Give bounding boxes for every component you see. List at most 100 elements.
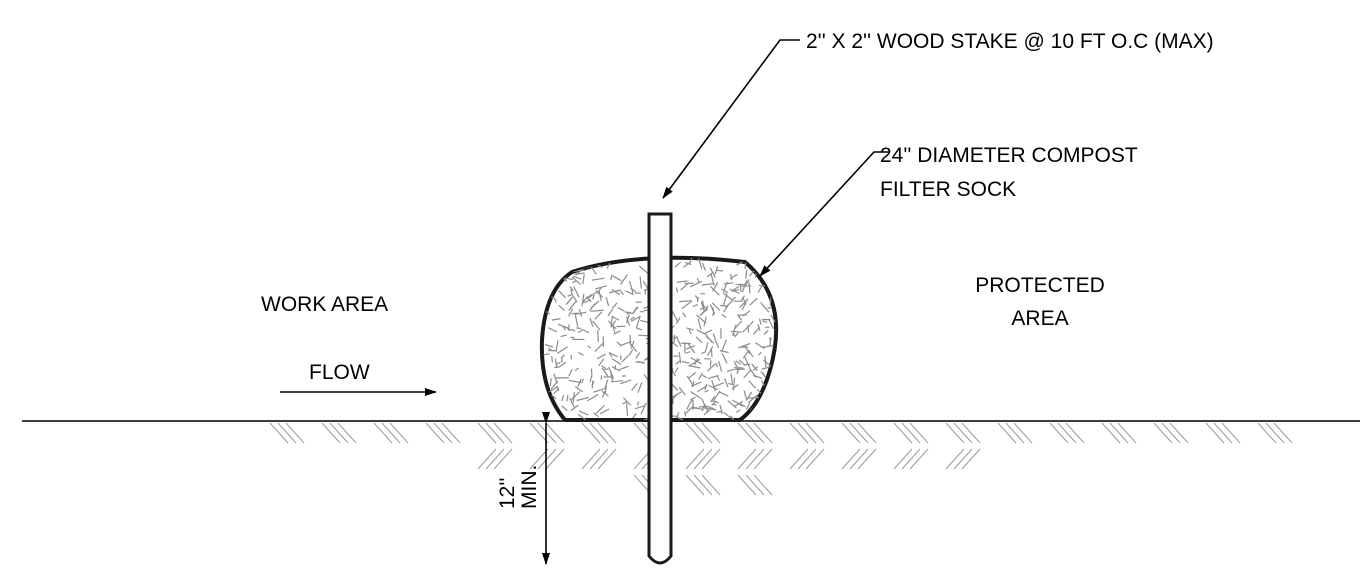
hatch-stroke: [546, 449, 564, 469]
hatch-stroke: [806, 449, 824, 469]
compost-speckle: [554, 367, 560, 368]
ground-hatch: [270, 423, 1292, 495]
hatch-stroke: [330, 423, 348, 443]
compost-speckle: [717, 363, 718, 367]
compost-speckle: [576, 328, 581, 329]
hatch-stroke: [322, 423, 340, 443]
compost-speckle: [604, 369, 608, 370]
compost-speckle: [758, 261, 768, 264]
compost-speckle: [738, 368, 743, 369]
hatch-stroke: [902, 423, 920, 443]
compost-speckle: [569, 324, 570, 331]
hatch-stroke: [962, 423, 980, 443]
hatch-stroke: [1214, 423, 1232, 443]
compost-speckle: [766, 257, 767, 266]
compost-speckle: [645, 290, 646, 295]
compost-speckle: [771, 387, 779, 396]
compost-speckle: [546, 288, 552, 291]
wood-stake: [649, 214, 671, 563]
hatch-stroke: [858, 423, 876, 443]
compost-speckle: [562, 358, 563, 362]
hatch-stroke: [998, 423, 1016, 443]
hatch-stroke: [426, 423, 444, 443]
hatch-stroke: [686, 423, 704, 443]
hatch-stroke: [1118, 423, 1136, 443]
hatch-stroke: [738, 475, 756, 495]
sock-callout-line1: 24'' DIAMETER COMPOST: [880, 144, 1138, 167]
hatch-stroke: [850, 449, 868, 469]
compost-speckle: [772, 389, 779, 395]
hatch-stroke: [806, 423, 824, 443]
hatch-stroke: [486, 423, 504, 443]
hatch-stroke: [746, 449, 764, 469]
hatch-stroke: [858, 449, 876, 469]
hatch-stroke: [746, 423, 764, 443]
compost-speckle: [537, 298, 550, 301]
hatch-stroke: [1006, 423, 1024, 443]
hatch-stroke: [910, 423, 928, 443]
compost-speckle: [601, 375, 602, 379]
hatch-stroke: [598, 423, 616, 443]
compost-speckle: [716, 270, 723, 271]
hatch-stroke: [546, 423, 564, 443]
hatch-stroke: [442, 423, 460, 443]
hatch-stroke: [434, 423, 452, 443]
hatch-stroke: [694, 449, 712, 469]
hatch-stroke: [1266, 423, 1284, 443]
hatch-stroke: [702, 423, 720, 443]
compost-speckle: [546, 405, 549, 415]
hatch-stroke: [686, 475, 704, 495]
hatch-stroke: [738, 423, 756, 443]
compost-speckle: [558, 258, 563, 262]
hatch-stroke: [850, 423, 868, 443]
sock-leader-arrow: [760, 152, 890, 276]
hatch-stroke: [1058, 423, 1076, 443]
depth-label-line1: 12'': [496, 478, 519, 509]
hatch-stroke: [754, 475, 772, 495]
compost-speckle: [598, 330, 599, 342]
compost-speckle: [552, 356, 553, 362]
hatch-stroke: [754, 449, 772, 469]
hatch-stroke: [1206, 423, 1224, 443]
hatch-stroke: [1258, 423, 1276, 443]
compost-speckle: [542, 283, 545, 286]
hatch-stroke: [790, 449, 808, 469]
hatch-stroke: [894, 449, 912, 469]
hatch-stroke: [1154, 423, 1172, 443]
hatch-stroke: [478, 449, 496, 469]
hatch-stroke: [686, 449, 704, 469]
hatch-stroke: [1170, 423, 1188, 443]
hatch-stroke: [694, 475, 712, 495]
hatch-stroke: [538, 423, 556, 443]
hatch-stroke: [702, 449, 720, 469]
hatch-stroke: [590, 423, 608, 443]
compost-speckle: [544, 408, 545, 414]
compost-speckle: [551, 268, 554, 275]
hatch-stroke: [746, 475, 764, 495]
hatch-stroke: [894, 423, 912, 443]
hatch-stroke: [946, 449, 964, 469]
sock-callout-line2: FILTER SOCK: [880, 178, 1016, 201]
hatch-stroke: [1162, 423, 1180, 443]
hatch-stroke: [374, 423, 392, 443]
hatch-stroke: [1066, 423, 1084, 443]
hatch-stroke: [494, 423, 512, 443]
compost-speckle: [758, 262, 763, 265]
hatch-stroke: [494, 449, 512, 469]
hatch-stroke: [842, 449, 860, 469]
stake-leader-arrow: [663, 40, 800, 198]
hatch-stroke: [478, 423, 496, 443]
hatch-stroke: [694, 423, 712, 443]
hatch-stroke: [902, 449, 920, 469]
hatch-stroke: [738, 449, 756, 469]
compost-speckle: [558, 269, 566, 274]
work-area-label: WORK AREA: [261, 293, 388, 316]
hatch-stroke: [702, 475, 720, 495]
hatch-stroke: [1050, 423, 1068, 443]
stake-callout: 2'' X 2'' WOOD STAKE @ 10 FT O.C (MAX): [806, 30, 1214, 53]
hatch-stroke: [286, 423, 304, 443]
protected-area-label-line2: AREA: [1011, 307, 1068, 330]
compost-speckle: [764, 274, 771, 280]
